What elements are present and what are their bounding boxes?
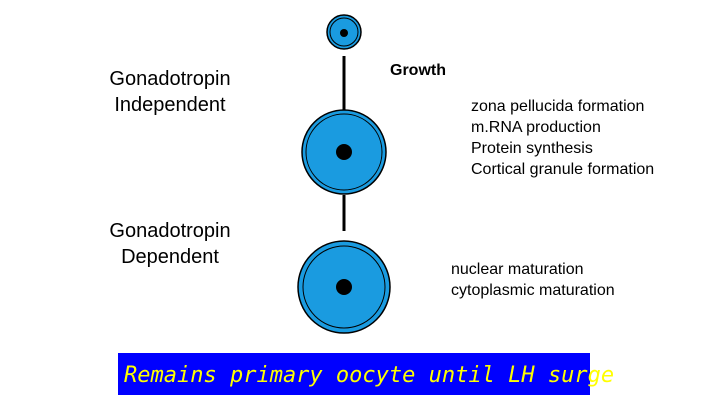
event-cortical-granule: Cortical granule formation: [471, 161, 655, 178]
nucleus-small: [340, 29, 348, 37]
growing-oocyte: [301, 109, 387, 195]
nucleus-large: [336, 279, 352, 295]
dependent-events-list: nuclear maturation cytoplasmic maturatio…: [451, 259, 615, 301]
event-protein-synthesis: Protein synthesis: [471, 140, 593, 157]
phase-label-independent: Gonadotropin Independent: [109, 68, 231, 116]
grown-oocyte: [297, 240, 391, 334]
growth-label: Growth: [390, 62, 446, 79]
nucleus-medium: [336, 144, 352, 160]
event-mrna-production: m.RNA production: [471, 119, 601, 136]
lh-surge-banner: Remains primary oocyte until LH surge: [118, 353, 614, 395]
event-nuclear-maturation: nuclear maturation: [451, 261, 584, 278]
event-cytoplasmic-maturation: cytoplasmic maturation: [451, 282, 615, 299]
primordial-oocyte: [326, 14, 362, 50]
independent-events-list: zona pellucida formation m.RNA productio…: [471, 96, 654, 180]
banner-text: Remains primary oocyte until LH surge: [124, 363, 615, 388]
event-zona-pellucida: zona pellucida formation: [471, 98, 645, 115]
phase-label-dependent: Gonadotropin Dependent: [109, 220, 231, 268]
